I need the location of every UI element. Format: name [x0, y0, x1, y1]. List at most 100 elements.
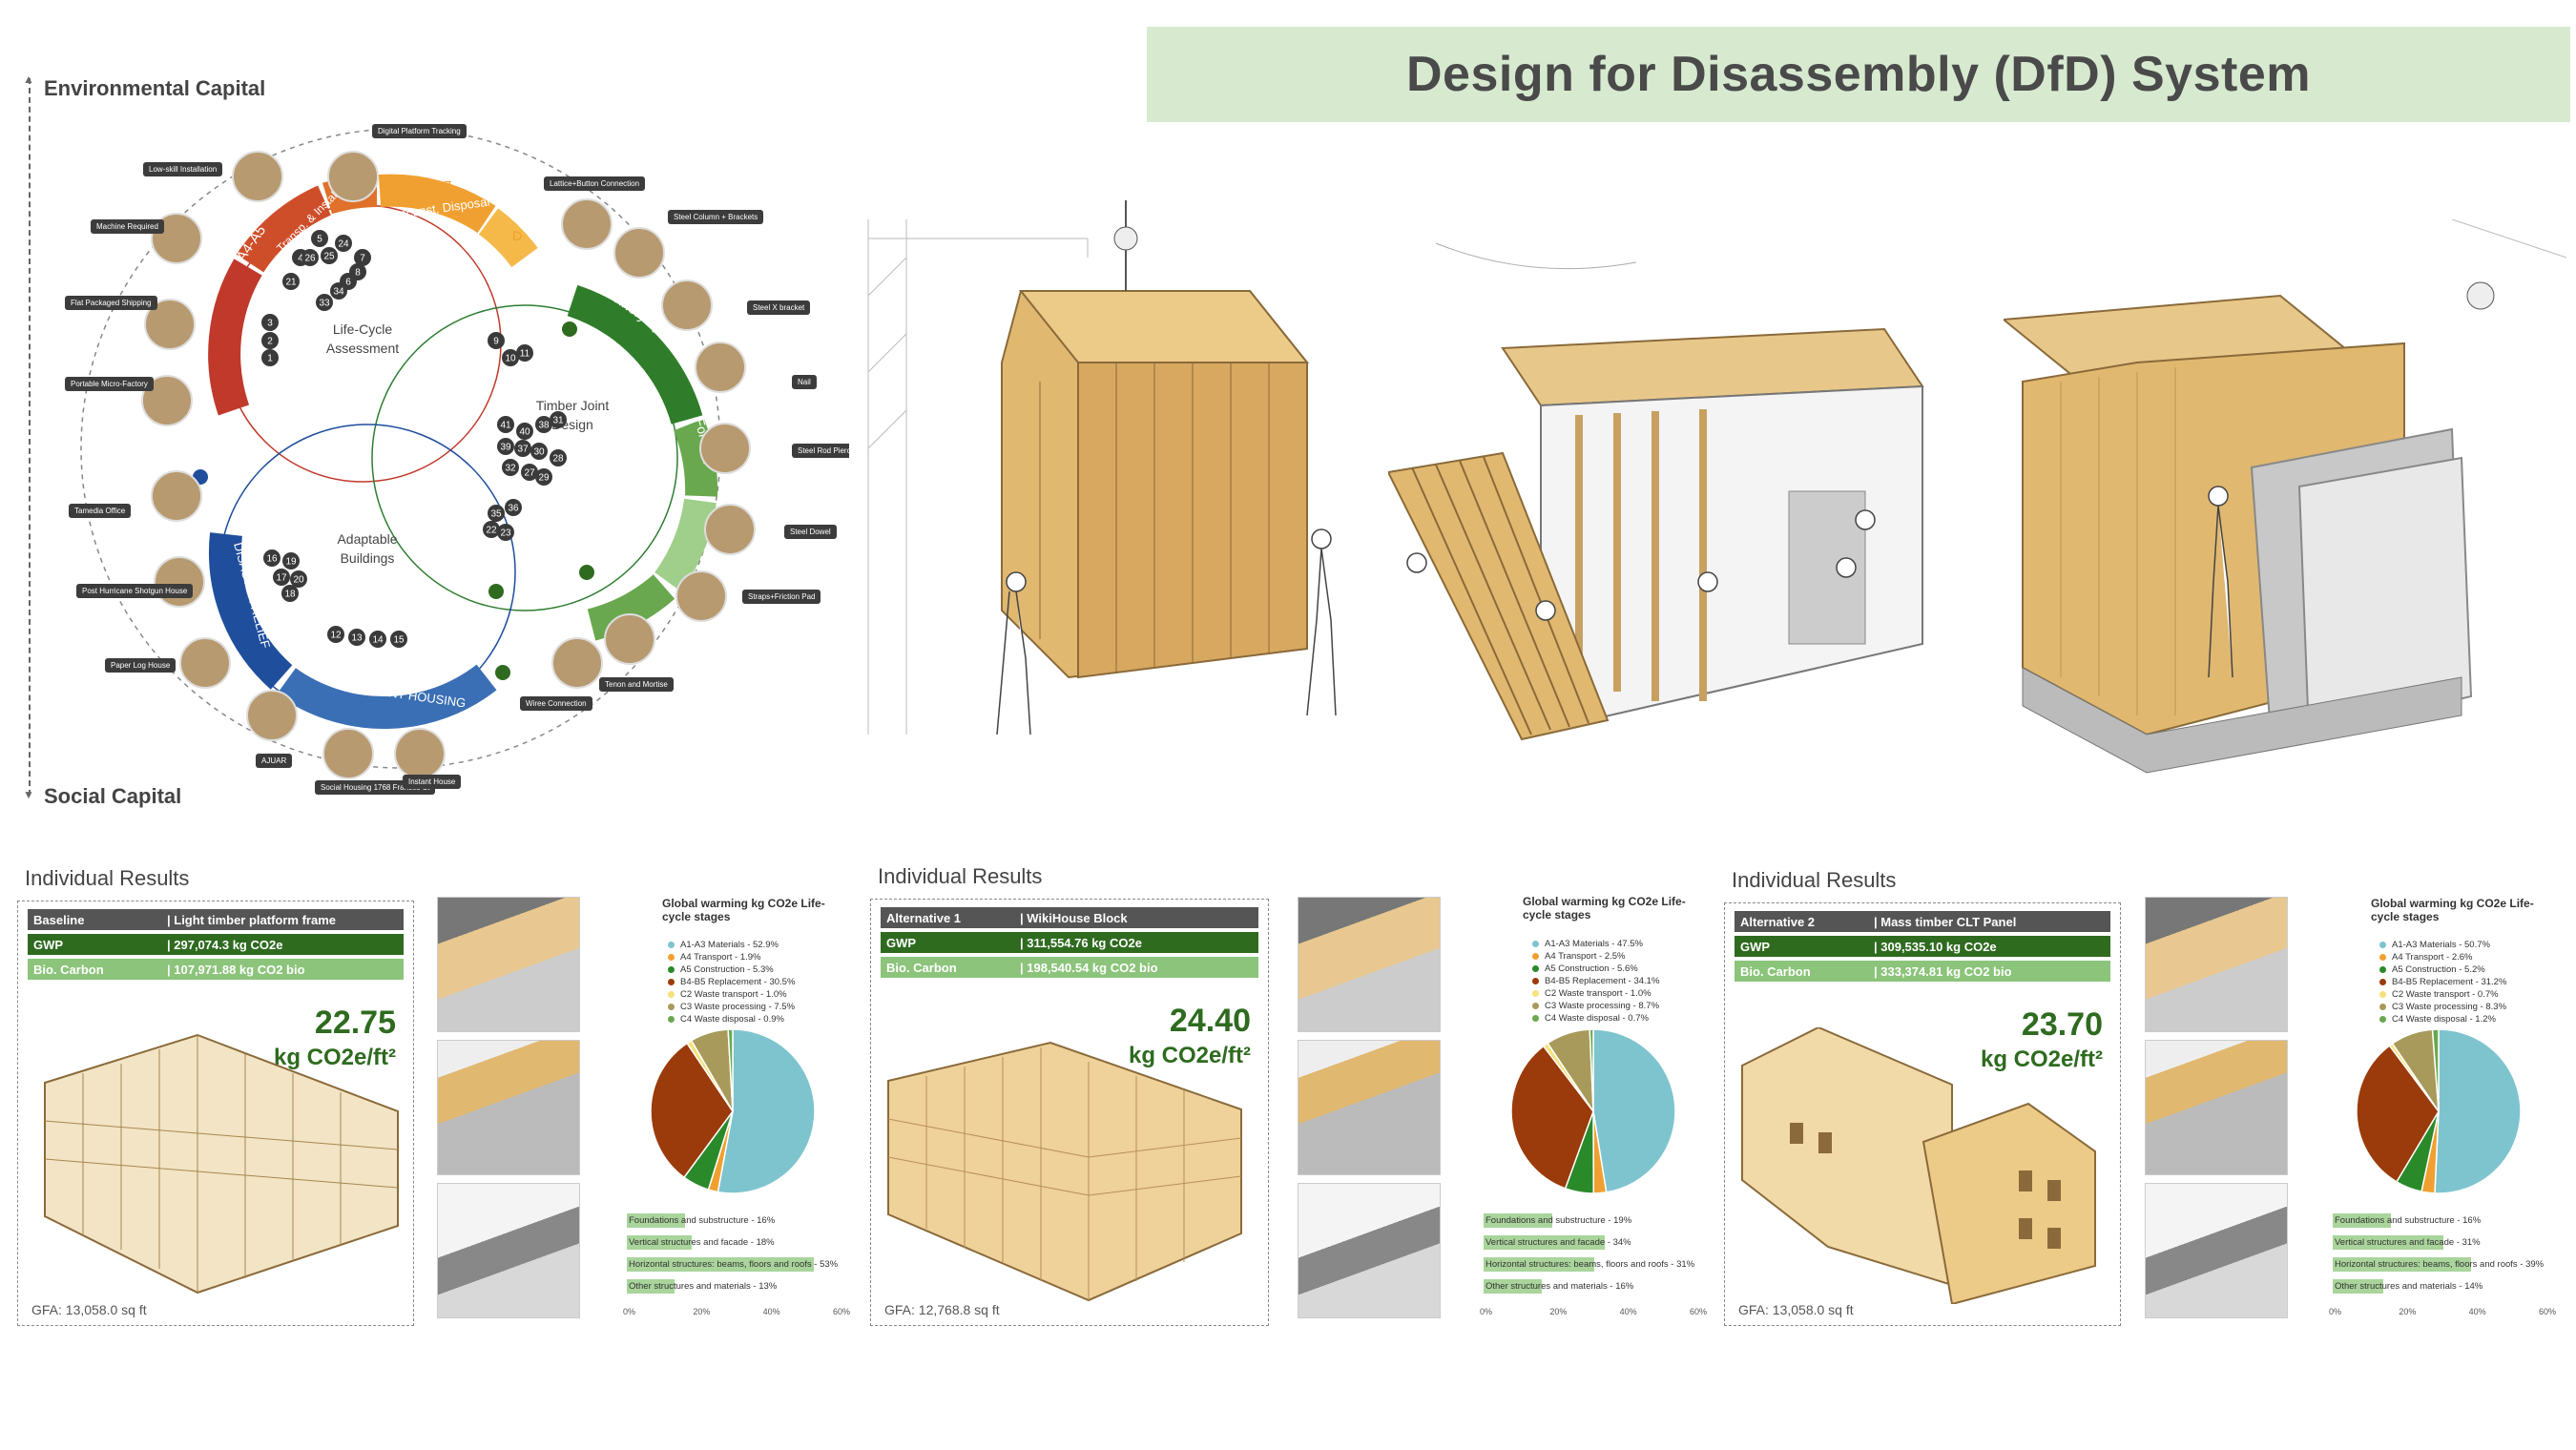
arc-forestry [674, 418, 718, 497]
wheel-number: 29 [538, 473, 550, 484]
pie-slice [650, 1042, 734, 1179]
legend-label: C2 Waste transport - 0.7% [2392, 989, 2499, 1000]
component-bar: Vertical structures and facade - 18% [627, 1235, 775, 1250]
legend-item: A1-A3 Materials - 50.7% [2379, 940, 2490, 950]
arc-instant [277, 664, 497, 730]
bar-axis-tick: 40% [762, 1307, 780, 1316]
wheel-number-dot [273, 569, 290, 586]
arc-reuse [478, 208, 538, 268]
wheel-number: 22 [486, 526, 497, 536]
legend-label: B4-B5 Replacement - 30.5% [680, 977, 796, 987]
callout-tenon: Tenon and Mortise [599, 677, 674, 692]
wheel-number-dot [502, 349, 519, 366]
legend-swatch [2379, 966, 2386, 973]
callout-ajuar: AJUAR [256, 754, 293, 768]
wheel-number: 12 [330, 631, 342, 641]
legend-item: A4 Transport - 2.5% [1532, 951, 1625, 962]
svg-text:Adaptable: Adaptable [337, 531, 397, 547]
bar-axis-tick: 20% [693, 1307, 711, 1316]
legend-swatch [668, 966, 675, 973]
assembly-detail-thumbnail [437, 1183, 580, 1318]
wheel-number: 6 [345, 278, 351, 288]
axis-bottom-label: Social Capital [44, 784, 182, 808]
legend-item: C2 Waste transport - 0.7% [2379, 989, 2499, 1000]
callout-lattice: Lattice+Button Connection [544, 176, 646, 191]
wheel-number: 15 [393, 635, 405, 646]
legend-label: A5 Construction - 5.6% [1545, 963, 1638, 974]
wheel-number-dot [311, 230, 328, 247]
wheel-number: 17 [276, 573, 287, 584]
legend-swatch [2379, 991, 2386, 998]
legend-swatch [2379, 942, 2386, 948]
wheel-number: 30 [533, 447, 545, 458]
legend-item: A1-A3 Materials - 47.5% [1532, 939, 1643, 949]
building-frame-illustration [44, 1033, 399, 1295]
legend-swatch [1532, 965, 1539, 972]
component-bar: Vertical structures and facade - 34% [1484, 1235, 1631, 1250]
dfd-wheel-diagram: A1-A3 Production A4-A5 Transp. & Install… [80, 128, 756, 779]
wheel-number-dot [261, 332, 279, 349]
wheel-number: 11 [520, 349, 530, 360]
wheel-number-dot [497, 524, 514, 541]
wheel-number-dot [335, 235, 352, 252]
intensity-unit: kg CO2e/ft² [273, 1045, 396, 1070]
gwp-row: GWP| 309,535.10 kg CO2e [1735, 936, 2110, 957]
callout-instant-house: Instant House [403, 775, 462, 789]
wheel-number-dot [330, 282, 347, 300]
legend-item: A5 Construction - 5.3% [668, 964, 774, 975]
legend-label: B4-B5 Replacement - 31.2% [2392, 977, 2507, 987]
assembly-detail-thumbnail [437, 897, 580, 1032]
wheel-number-dot [550, 411, 567, 428]
legend-item: C4 Waste disposal - 0.9% [668, 1014, 784, 1025]
legend-item: A4 Transport - 1.9% [668, 952, 760, 963]
callout-steel-column: Steel Column + Brackets [668, 210, 764, 224]
wheel-number: 35 [490, 509, 502, 520]
wheel-number: 14 [372, 635, 384, 646]
wheel-number-dot [348, 629, 365, 646]
intensity-unit: kg CO2e/ft² [1128, 1043, 1251, 1068]
wheel-number-dot [483, 521, 500, 538]
wheel-number: 4 [298, 254, 303, 264]
legend-item: C4 Waste disposal - 1.2% [2379, 1014, 2496, 1025]
result-card-baseline: Baseline| Light timber platform frame GW… [17, 901, 414, 1326]
scene-stud-frame [1388, 224, 1999, 758]
bar-axis-tick: 0% [2329, 1307, 2342, 1316]
callout-tamedia: Tamedia Office [69, 504, 132, 518]
callout-x-bracket: Steel X bracket [747, 300, 811, 315]
legend-item: C3 Waste processing - 8.7% [1532, 1001, 1659, 1011]
pie-slice [1592, 1028, 1676, 1193]
legend-item: B4-B5 Replacement - 34.1% [1532, 976, 1659, 986]
wheel-number: 39 [500, 443, 511, 453]
legend-label: A4 Transport - 2.5% [1545, 951, 1626, 962]
wheel-number: 19 [285, 557, 297, 568]
results-heading-3: Individual Results [1732, 868, 1897, 892]
legend-swatch [1532, 953, 1539, 960]
legend-item: C3 Waste processing - 8.3% [2379, 1002, 2506, 1012]
wheel-number-dot [263, 549, 280, 567]
wheel-number-dot [261, 349, 279, 366]
title-banner: Design for Disassembly (DfD) System [1147, 27, 2570, 122]
legend-label: C4 Waste disposal - 0.7% [1545, 1013, 1649, 1024]
wheel-number: 25 [323, 252, 335, 262]
result-card-alt1: Alternative 1| WikiHouse Block GWP| 311,… [870, 899, 1269, 1326]
legend-swatch [1532, 941, 1539, 947]
pie-chart [2356, 1028, 2522, 1194]
wheel-number: 32 [505, 464, 516, 474]
assembly-detail-thumbnail [1298, 1183, 1441, 1318]
svg-text:Assessment: Assessment [326, 341, 399, 356]
arc-production [208, 259, 262, 416]
bar-axis-tick: 60% [1690, 1307, 1708, 1316]
component-bar: Foundations and substructure - 19% [1484, 1213, 1632, 1228]
wheel-number-dot [327, 626, 344, 643]
wheel-number: 20 [293, 575, 304, 586]
page-title: Design for Disassembly (DfD) System [1406, 47, 2311, 102]
legend-label: A1-A3 Materials - 50.7% [2392, 940, 2490, 950]
wheel-number: 21 [285, 278, 297, 288]
pie-chart [650, 1028, 816, 1194]
wheel-number-dot [502, 459, 519, 476]
pie-title: Global warming kg CO2e Life-cycle stages [662, 897, 825, 923]
wheel-number: 33 [319, 299, 330, 309]
component-bar: Other structures and materials - 14% [2333, 1279, 2483, 1294]
wheel-number: 3 [267, 319, 273, 329]
legend-label: C3 Waste processing - 7.5% [680, 1002, 796, 1012]
